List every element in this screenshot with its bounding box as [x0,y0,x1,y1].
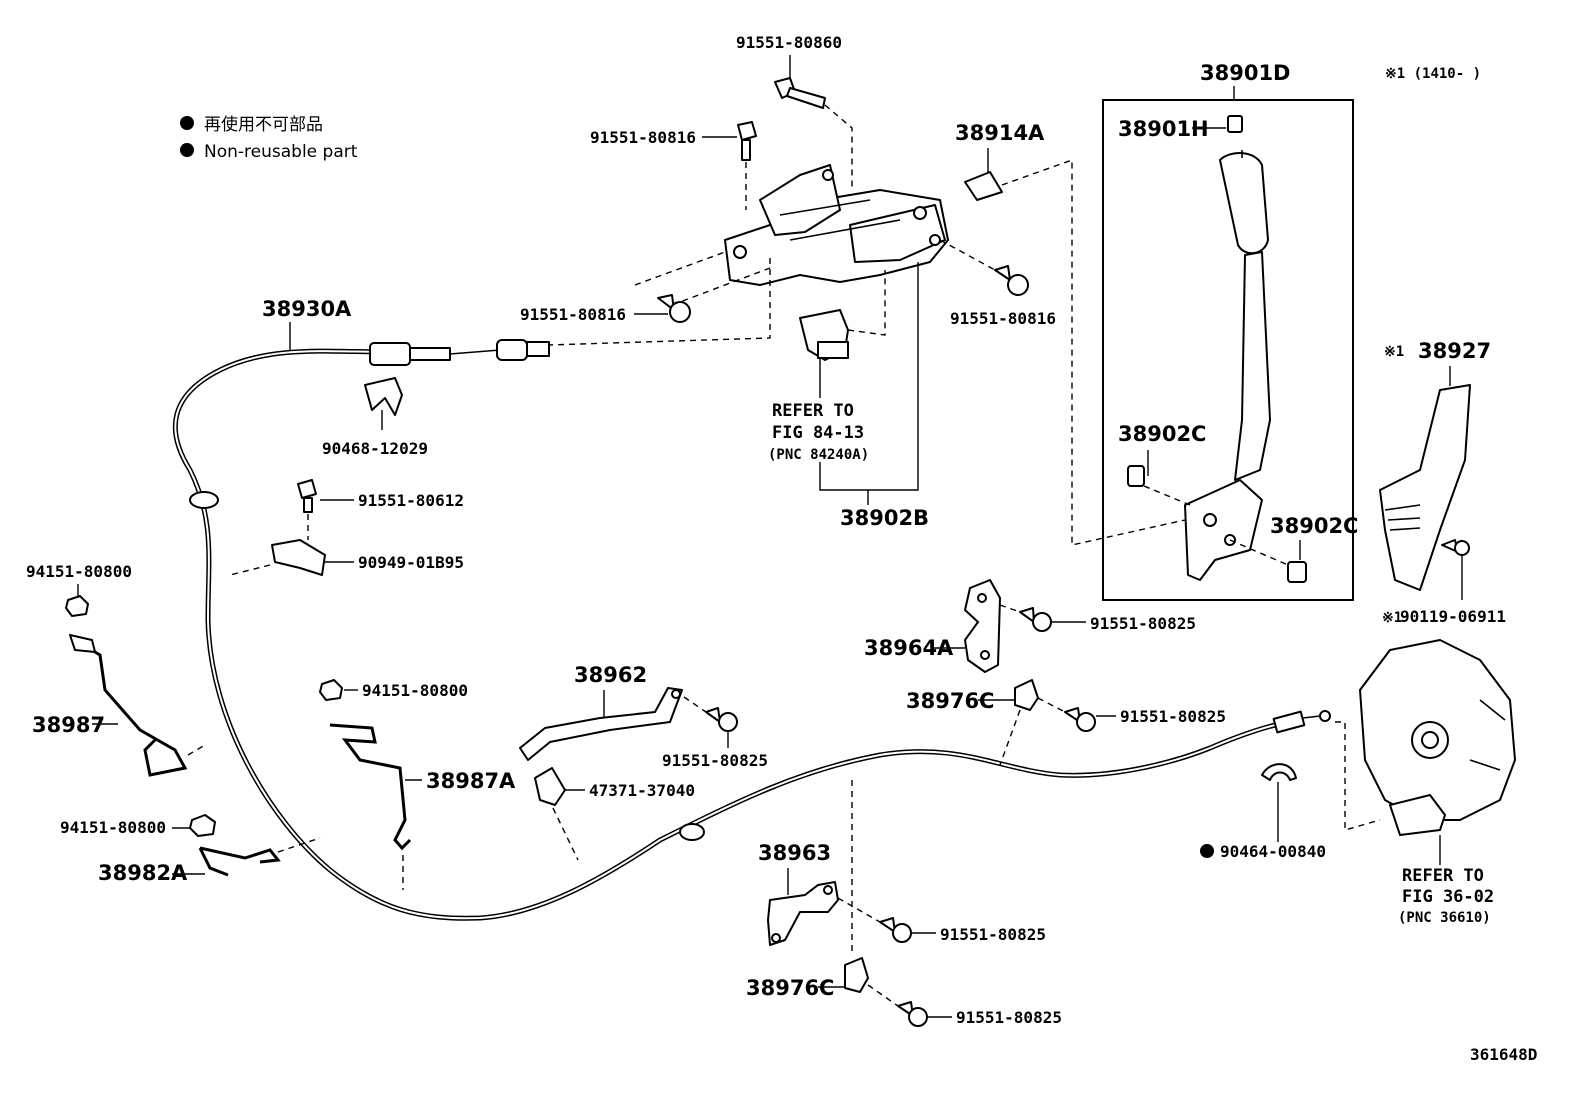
screw-90119-06911[interactable] [1441,539,1470,556]
ref-84-line3: (PNC 84240A) [768,447,869,463]
parking-brake-lever-38901D[interactable] [1184,150,1271,581]
label-91551-80825-38976C-upper: 91551-80825 [1120,707,1226,726]
label-38902B: 38902B [840,506,929,530]
ref-36-line2: FIG 36-02 [1402,887,1494,907]
nut-94151-80800-middle[interactable] [319,679,343,701]
lever-bracket-assembly[interactable] [724,164,949,286]
cap-38901H[interactable] [1227,115,1243,133]
non-reusable-marker-icon [180,116,194,130]
label-38902C-left: 38902C [1118,422,1206,446]
clip-90468-12029[interactable] [364,377,403,416]
label-38982A: 38982A [98,861,188,885]
bracket-38962[interactable] [519,687,683,761]
lever-cover-38927[interactable] [1379,384,1471,591]
label-38962: 38962 [574,663,647,687]
bolt-91551-80825-38976C-lower[interactable] [897,1001,928,1027]
bolt-91551-80825-38963[interactable] [879,917,912,943]
label-38927-mark: ※1 [1384,344,1404,360]
label-47371-37040: 47371-37040 [589,781,695,800]
bolt-91551-80825-38976C-upper[interactable] [1064,707,1096,732]
label-91551-80612: 91551-80612 [358,491,464,510]
label-38963: 38963 [758,841,831,865]
spring-wire-38987A[interactable] [329,723,412,851]
label-91551-80825-38963: 91551-80825 [940,925,1046,944]
legend-text-jp: 再使用不可部品 [204,114,323,135]
non-reusable-marker-icon [1200,844,1214,858]
figure-id: 361648D [1470,1045,1537,1064]
label-38902C-right: 38902C [1270,514,1358,538]
label-38927: 38927 [1418,339,1491,363]
label-91551-80816-left: 91551-80816 [520,305,626,324]
spring-38982A[interactable] [198,846,281,877]
non-reusable-marker-icon [180,143,194,157]
label-90464-00840: 90464-00840 [1220,842,1326,861]
bracket-38964A[interactable] [964,579,1001,673]
collar-38914A[interactable] [964,171,1003,201]
bracket-38963[interactable] [767,881,839,946]
label-38987A: 38987A [426,769,516,793]
clamp-90464-00840[interactable] [1261,763,1297,781]
ref-36-line3: (PNC 36610) [1398,910,1491,926]
bolt-91551-80816-right[interactable] [994,265,1029,296]
label-38901D: 38901D [1200,61,1291,85]
bolt-91551-80825-38962[interactable] [705,707,738,732]
label-38976C-upper: 38976C [906,689,994,713]
legend-text-en: Non-reusable part [204,142,358,162]
label-91551-80860: 91551-80860 [736,33,842,52]
label-38930A: 38930A [262,297,352,321]
label-94151-80800-bottom: 94151-80800 [60,818,166,837]
bracket-90949-01B95[interactable] [271,539,326,576]
bolt-91551-80816-top[interactable] [737,121,757,161]
label-38987: 38987 [32,713,105,737]
ref-36-line1: REFER TO [1402,866,1484,886]
legend: 再使用不可部品 Non-reusable part [180,114,358,162]
brake-switch-84240A[interactable] [799,309,849,361]
bolt-91551-80860[interactable] [774,77,826,109]
lever-assembly-box [1102,99,1354,601]
nut-94151-80800-bottom[interactable] [189,814,216,837]
bolt-91551-80816-left[interactable] [657,294,691,323]
label-90119-06911: 90119-06911 [1400,607,1506,626]
label-91551-80825-38962: 91551-80825 [662,751,768,770]
label-91551-80825-38976C-lower: 91551-80825 [956,1008,1062,1027]
spring-wire-38987[interactable] [69,634,188,777]
brake-cable-38930A[interactable] [172,339,1331,921]
rear-brake-assembly-36610[interactable] [1359,639,1516,836]
label-94151-80800-middle: 94151-80800 [362,681,468,700]
ref-84-line2: FIG 84-13 [772,423,864,443]
label-90468-12029: 90468-12029 [322,439,428,458]
applicability-note: ※1 (1410- ) [1385,66,1481,82]
label-94151-80800-top-left: 94151-80800 [26,562,132,581]
label-90949-01B95: 90949-01B95 [358,553,464,572]
ref-84-line1: REFER TO [772,401,854,421]
label-90119-mark: ※1 [1382,610,1402,626]
nut-94151-80800-top-left[interactable] [65,595,89,617]
label-38914A: 38914A [955,121,1045,145]
clip-38976C-upper[interactable] [1014,679,1039,711]
clip-47371-37040[interactable] [534,767,566,806]
label-38901H: 38901H [1118,117,1209,141]
label-38976C-lower: 38976C [746,976,834,1000]
clip-38976C-lower[interactable] [844,957,869,993]
bushing-38902C-left[interactable] [1127,465,1145,487]
bolt-91551-80612[interactable] [297,479,317,513]
label-91551-80816-right: 91551-80816 [950,309,1056,328]
label-91551-80825-38964A: 91551-80825 [1090,614,1196,633]
label-91551-80816-top: 91551-80816 [590,128,696,147]
bolt-91551-80825-38964A[interactable] [1019,607,1052,632]
bushing-38902C-right[interactable] [1287,561,1307,583]
